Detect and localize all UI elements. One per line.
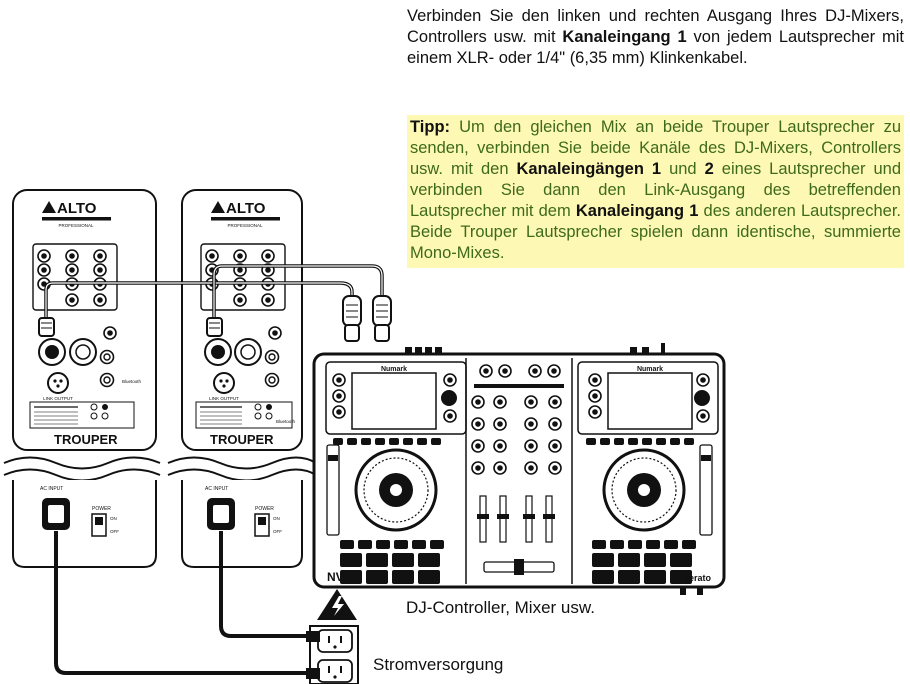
dj-controller-caption: DJ-Controller, Mixer usw. bbox=[406, 598, 595, 617]
instruction-text-a: Verbinden Sie den linken und rechten Aus… bbox=[407, 7, 904, 46]
tip-text-g: des anderen Lautsprecher. Beide Trouper … bbox=[410, 202, 901, 262]
svg-text:POWER: POWER bbox=[92, 506, 111, 512]
instruction-text-channel-input: Kanaleingang 1 bbox=[562, 28, 687, 46]
svg-text:OFF: OFF bbox=[273, 529, 282, 534]
svg-text:LINK OUTPUT: LINK OUTPUT bbox=[209, 396, 239, 401]
svg-text:serato: serato bbox=[684, 573, 712, 583]
tip-text-c: und bbox=[661, 160, 705, 178]
svg-text:TROUPER: TROUPER bbox=[210, 432, 274, 447]
svg-text:AC INPUT: AC INPUT bbox=[40, 486, 63, 492]
svg-text:ALTO: ALTO bbox=[57, 200, 97, 217]
svg-text:ALTO: ALTO bbox=[226, 200, 266, 217]
tip-text-two: 2 bbox=[704, 160, 714, 178]
xlr-plug-controller-left bbox=[342, 295, 362, 342]
dj-controller: Numark NV bbox=[312, 343, 726, 595]
svg-text:Bluetooth: Bluetooth bbox=[122, 379, 142, 384]
power-cables bbox=[54, 531, 312, 675]
high-voltage-icon bbox=[317, 589, 357, 620]
svg-text:NV: NV bbox=[327, 570, 344, 584]
alto-logo: ALTO PROFESSIONAL bbox=[42, 200, 111, 228]
svg-text:PROFESSIONAL: PROFESSIONAL bbox=[227, 223, 263, 228]
svg-text:ON: ON bbox=[110, 516, 117, 521]
speaker-left: ALTO PROFESSIONAL Bluetooth LINK OUTPUT … bbox=[3, 189, 161, 568]
speaker-right: ALTO PROFESSIONAL LINK OUTPUT Bluetooth … bbox=[167, 189, 317, 568]
power-supply-caption: Stromversorgung bbox=[373, 655, 504, 674]
svg-text:ON: ON bbox=[273, 516, 280, 521]
svg-text:LINK OUTPUT: LINK OUTPUT bbox=[43, 396, 73, 401]
svg-text:Numark: Numark bbox=[637, 366, 663, 373]
tip-text-channel-inputs: Kanaleingängen 1 bbox=[516, 160, 662, 178]
svg-text:PROFESSIONAL: PROFESSIONAL bbox=[58, 223, 94, 228]
tip-text-a: Um den gleichen Mix an beide Trouper Lau… bbox=[410, 118, 901, 178]
svg-text:Numark: Numark bbox=[381, 366, 407, 373]
svg-text:POWER: POWER bbox=[255, 506, 274, 512]
instruction-text-c: von jedem Lautsprecher mit einem XLR- od… bbox=[407, 28, 904, 67]
audio-cables bbox=[44, 264, 384, 318]
xlr-plug-left bbox=[38, 317, 55, 337]
tip-box: Tipp: Um den gleichen Mix an beide Troup… bbox=[407, 115, 904, 268]
tip-text-channel-input: Kanaleingang 1 bbox=[575, 202, 699, 220]
power-outlet bbox=[306, 625, 359, 684]
svg-text:OFF: OFF bbox=[110, 529, 119, 534]
tip-label: Tipp: bbox=[410, 118, 451, 136]
svg-text:AC INPUT: AC INPUT bbox=[205, 486, 228, 492]
xlr-plug-right bbox=[206, 317, 223, 337]
svg-text:TROUPER: TROUPER bbox=[54, 432, 118, 447]
tip-text-e: eines Lautsprecher und verbinden Sie dan… bbox=[410, 160, 902, 220]
alto-logo: ALTO PROFESSIONAL bbox=[211, 200, 280, 228]
instruction-paragraph: Verbinden Sie den linken und rechten Aus… bbox=[407, 6, 904, 69]
xlr-plug-controller-right bbox=[372, 295, 392, 342]
svg-text:Bluetooth: Bluetooth bbox=[276, 419, 296, 424]
